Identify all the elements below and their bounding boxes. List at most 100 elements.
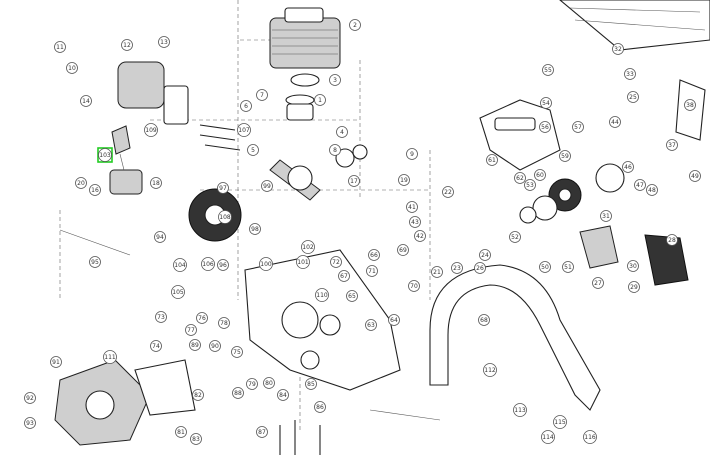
callout-11[interactable]: 11 <box>54 41 66 53</box>
callout-81[interactable]: 81 <box>175 426 187 438</box>
callout-54[interactable]: 54 <box>540 97 552 109</box>
callout-82[interactable]: 82 <box>192 389 204 401</box>
callout-102[interactable]: 102 <box>301 240 315 254</box>
callout-16[interactable]: 16 <box>89 184 101 196</box>
callout-12[interactable]: 12 <box>121 39 133 51</box>
callout-19[interactable]: 19 <box>398 174 410 186</box>
callout-53[interactable]: 53 <box>524 179 536 191</box>
callout-23[interactable]: 23 <box>451 262 463 274</box>
callout-38[interactable]: 38 <box>684 99 696 111</box>
callout-10[interactable]: 10 <box>66 62 78 74</box>
callout-22[interactable]: 22 <box>442 186 454 198</box>
callout-56[interactable]: 56 <box>539 121 551 133</box>
callout-17[interactable]: 17 <box>348 175 360 187</box>
callout-112[interactable]: 112 <box>483 363 497 377</box>
callout-90[interactable]: 90 <box>209 340 221 352</box>
callout-107[interactable]: 107 <box>237 123 251 137</box>
callout-57[interactable]: 57 <box>572 121 584 133</box>
callout-97[interactable]: 97 <box>217 182 229 194</box>
callout-62[interactable]: 62 <box>514 172 526 184</box>
callout-115[interactable]: 115 <box>553 415 567 429</box>
callout-50[interactable]: 50 <box>539 261 551 273</box>
callout-111[interactable]: 111 <box>103 350 117 364</box>
callout-46[interactable]: 46 <box>622 161 634 173</box>
callout-18[interactable]: 18 <box>150 177 162 189</box>
callout-92[interactable]: 92 <box>24 392 36 404</box>
callout-42[interactable]: 42 <box>414 230 426 242</box>
callout-1[interactable]: 1 <box>314 94 326 106</box>
callout-37[interactable]: 37 <box>666 139 678 151</box>
callout-114[interactable]: 114 <box>541 430 555 444</box>
callout-66[interactable]: 66 <box>368 249 380 261</box>
callout-74[interactable]: 74 <box>150 340 162 352</box>
callout-41[interactable]: 41 <box>406 201 418 213</box>
callout-113[interactable]: 113 <box>513 403 527 417</box>
callout-47[interactable]: 47 <box>634 179 646 191</box>
callout-69[interactable]: 69 <box>397 244 409 256</box>
callout-43[interactable]: 43 <box>409 216 421 228</box>
callout-75[interactable]: 75 <box>231 346 243 358</box>
callout-96[interactable]: 96 <box>217 259 229 271</box>
callout-101[interactable]: 101 <box>296 255 310 269</box>
callout-89[interactable]: 89 <box>189 339 201 351</box>
callout-98[interactable]: 98 <box>249 223 261 235</box>
callout-51[interactable]: 51 <box>562 261 574 273</box>
callout-24[interactable]: 24 <box>479 249 491 261</box>
callout-14[interactable]: 14 <box>80 95 92 107</box>
callout-85[interactable]: 85 <box>305 378 317 390</box>
callout-103[interactable]: 103 <box>98 148 112 162</box>
callout-33[interactable]: 33 <box>624 68 636 80</box>
callout-48[interactable]: 48 <box>646 184 658 196</box>
callout-49[interactable]: 49 <box>689 170 701 182</box>
callout-7[interactable]: 7 <box>256 89 268 101</box>
callout-29[interactable]: 29 <box>628 281 640 293</box>
callout-61[interactable]: 61 <box>486 154 498 166</box>
callout-4[interactable]: 4 <box>336 126 348 138</box>
callout-105[interactable]: 105 <box>171 285 185 299</box>
callout-13[interactable]: 13 <box>158 36 170 48</box>
callout-2[interactable]: 2 <box>349 19 361 31</box>
callout-110[interactable]: 110 <box>315 288 329 302</box>
callout-83[interactable]: 83 <box>190 433 202 445</box>
callout-88[interactable]: 88 <box>232 387 244 399</box>
callout-55[interactable]: 55 <box>542 64 554 76</box>
callout-86[interactable]: 86 <box>314 401 326 413</box>
callout-64[interactable]: 64 <box>388 314 400 326</box>
callout-31[interactable]: 31 <box>600 210 612 222</box>
callout-72[interactable]: 72 <box>330 256 342 268</box>
callout-84[interactable]: 84 <box>277 389 289 401</box>
callout-80[interactable]: 80 <box>263 377 275 389</box>
callout-52[interactable]: 52 <box>509 231 521 243</box>
callout-77[interactable]: 77 <box>185 324 197 336</box>
callout-91[interactable]: 91 <box>50 356 62 368</box>
callout-109[interactable]: 109 <box>144 123 158 137</box>
callout-9[interactable]: 9 <box>406 148 418 160</box>
callout-78[interactable]: 78 <box>218 317 230 329</box>
callout-79[interactable]: 79 <box>246 378 258 390</box>
callout-73[interactable]: 73 <box>155 311 167 323</box>
callout-28[interactable]: 28 <box>666 234 678 246</box>
callout-21[interactable]: 21 <box>431 266 443 278</box>
callout-25[interactable]: 25 <box>627 91 639 103</box>
callout-30[interactable]: 30 <box>627 260 639 272</box>
callout-3[interactable]: 3 <box>329 74 341 86</box>
callout-76[interactable]: 76 <box>196 312 208 324</box>
callout-8[interactable]: 8 <box>329 144 341 156</box>
callout-95[interactable]: 95 <box>89 256 101 268</box>
callout-100[interactable]: 100 <box>259 257 273 271</box>
callout-26[interactable]: 26 <box>474 262 486 274</box>
callout-65[interactable]: 65 <box>346 290 358 302</box>
callout-63[interactable]: 63 <box>365 319 377 331</box>
callout-44[interactable]: 44 <box>609 116 621 128</box>
callout-27[interactable]: 27 <box>592 277 604 289</box>
callout-67[interactable]: 67 <box>338 270 350 282</box>
callout-87[interactable]: 87 <box>256 426 268 438</box>
callout-108[interactable]: 108 <box>218 210 232 224</box>
callout-93[interactable]: 93 <box>24 417 36 429</box>
callout-5[interactable]: 5 <box>247 144 259 156</box>
callout-104[interactable]: 104 <box>173 258 187 272</box>
highlighted-part-103[interactable] <box>109 125 143 195</box>
callout-20[interactable]: 20 <box>75 177 87 189</box>
callout-71[interactable]: 71 <box>366 265 378 277</box>
callout-32[interactable]: 32 <box>612 43 624 55</box>
